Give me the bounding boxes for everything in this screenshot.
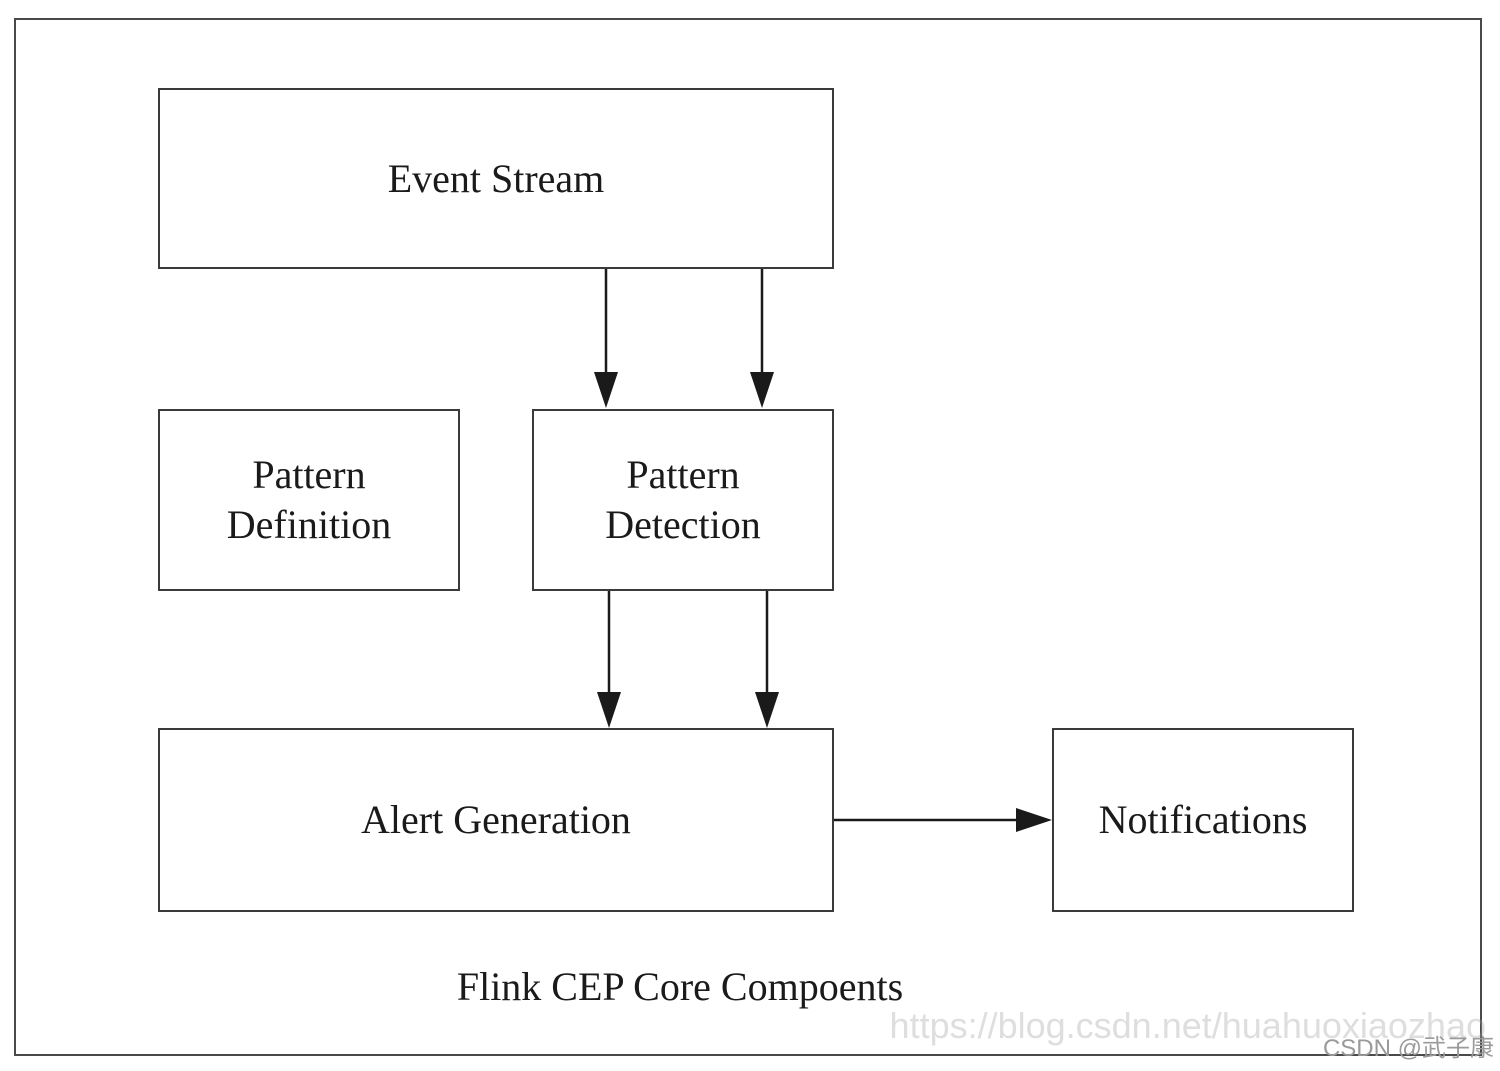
watermark-tag: CSDN @武子康: [1322, 1035, 1494, 1062]
event-stream-label: Event Stream: [387, 155, 605, 201]
notifications-label: Notifications: [1098, 797, 1308, 842]
diagram-caption: Flink CEP Core Compoents: [456, 964, 904, 1009]
pattern-definition-label-line2: Definition: [226, 502, 392, 547]
alert-generation-label: Alert Generation: [361, 797, 631, 842]
event-stream-node: Event Stream: [158, 88, 834, 269]
notifications-node: Notifications: [1052, 728, 1354, 912]
pattern-detection-label-line1: Pattern: [626, 452, 740, 497]
pattern-definition-node: Pattern Definition: [158, 409, 460, 591]
alert-generation-node: Alert Generation: [158, 728, 834, 912]
diagram-frame: [14, 18, 1482, 1056]
watermark-url: https://blog.csdn.net/huahuoxiaozhao: [889, 1005, 1486, 1046]
pattern-definition-label-line1: Pattern: [252, 452, 366, 497]
pattern-detection-node: Pattern Detection: [532, 409, 834, 591]
watermark: https://blog.csdn.net/huahuoxiaozhao CSD…: [890, 1005, 1494, 1063]
pattern-detection-label-line2: Detection: [605, 502, 761, 547]
